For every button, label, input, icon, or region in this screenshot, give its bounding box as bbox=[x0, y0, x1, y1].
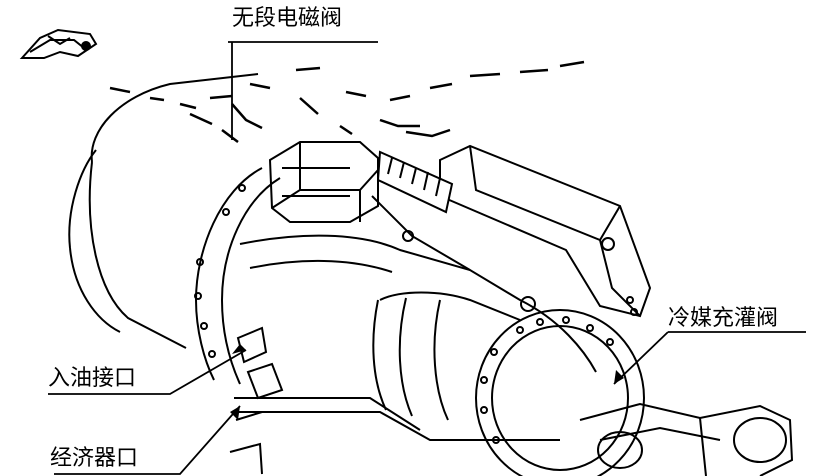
outlet-fitting bbox=[579, 402, 794, 476]
leader-oil bbox=[48, 349, 247, 395]
arrowheads bbox=[230, 344, 624, 420]
cable-sketch bbox=[109, 60, 585, 143]
rotor-casing bbox=[232, 234, 597, 441]
label-economizer-port: 经济器口 bbox=[50, 446, 139, 471]
motor-housing bbox=[68, 73, 259, 349]
control-box bbox=[439, 144, 652, 318]
leader-solenoid bbox=[228, 41, 378, 140]
label-oil-inlet: 入油接口 bbox=[48, 366, 137, 391]
leader-refrig bbox=[613, 331, 806, 385]
label-solenoid-valve: 无段电磁阀 bbox=[232, 6, 343, 31]
terminal-block bbox=[371, 150, 471, 271]
leader-lines bbox=[48, 41, 806, 475]
label-refrigerant-charge-valve: 冷媒充灌阀 bbox=[668, 306, 779, 331]
solenoid-valve-body bbox=[268, 141, 379, 223]
oil-inlet-fitting bbox=[229, 326, 284, 475]
bearing-housing bbox=[475, 296, 645, 476]
leader-econ bbox=[54, 405, 241, 475]
logo-mark bbox=[19, 28, 98, 59]
